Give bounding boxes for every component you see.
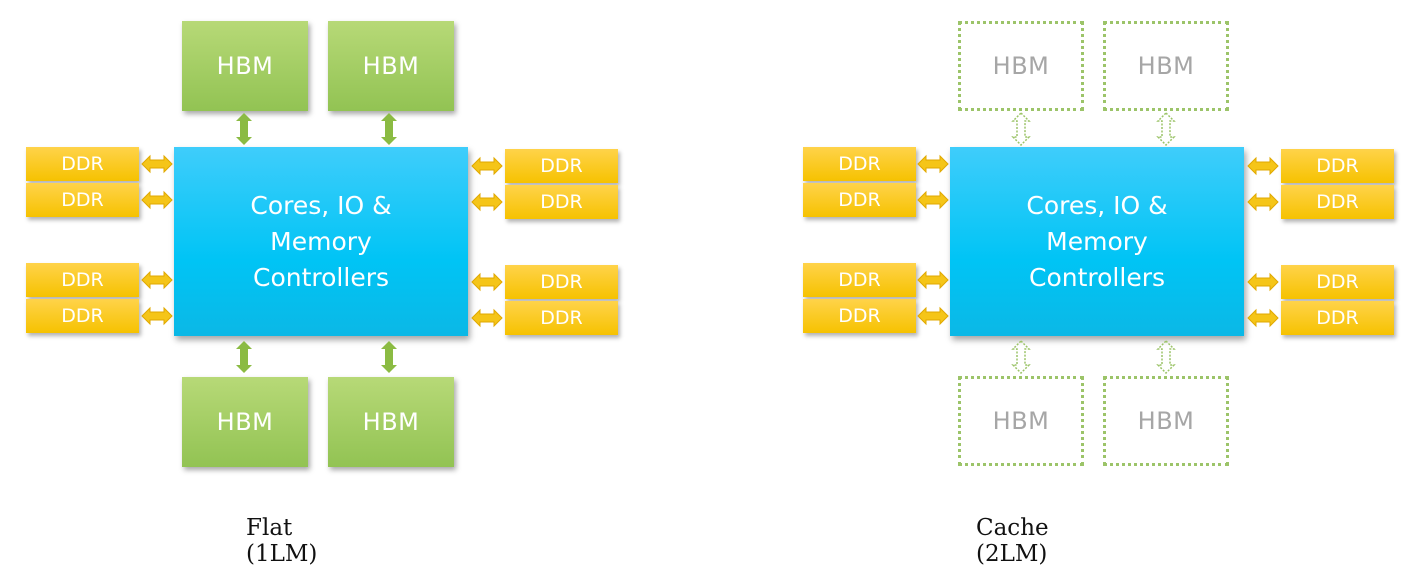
- hbm-label: HBM: [362, 52, 420, 80]
- double-arrow-horizontal-icon: [1247, 308, 1279, 328]
- ddr-left-2: DDR: [803, 183, 916, 217]
- double-arrow-vertical-dashed-icon: [1156, 112, 1176, 146]
- double-arrow-horizontal-icon: [141, 306, 173, 326]
- double-arrow-vertical-icon: [381, 113, 397, 145]
- core-label-line: Controllers: [253, 262, 389, 292]
- ddr-right-1: DDR: [1281, 149, 1394, 183]
- double-arrow-horizontal-icon: [141, 154, 173, 174]
- ddr-label: DDR: [1316, 155, 1359, 177]
- ddr-left-4: DDR: [26, 299, 139, 333]
- ddr-left-4: DDR: [803, 299, 916, 333]
- core-label-line: Cores, IO &: [250, 190, 392, 220]
- double-arrow-horizontal-icon: [917, 154, 949, 174]
- double-arrow-vertical-icon: [236, 341, 252, 373]
- core-label-line: Memory: [270, 226, 372, 256]
- hbm-top-left: HBM: [182, 21, 308, 111]
- ddr-label: DDR: [838, 305, 881, 327]
- hbm-label: HBM: [216, 408, 274, 436]
- hbm-top-right: HBM: [328, 21, 454, 111]
- ddr-label: DDR: [838, 153, 881, 175]
- double-arrow-horizontal-icon: [471, 156, 503, 176]
- ddr-left-1: DDR: [26, 147, 139, 181]
- double-arrow-horizontal-icon: [471, 272, 503, 292]
- double-arrow-horizontal-icon: [141, 270, 173, 290]
- ddr-right-4: DDR: [1281, 301, 1394, 335]
- double-arrow-horizontal-icon: [1247, 192, 1279, 212]
- double-arrow-vertical-icon: [236, 113, 252, 145]
- ddr-label: DDR: [1316, 191, 1359, 213]
- ddr-label: DDR: [1316, 307, 1359, 329]
- ddr-label: DDR: [61, 305, 104, 327]
- hbm-label: HBM: [216, 52, 274, 80]
- ddr-right-2: DDR: [1281, 185, 1394, 219]
- ddr-label: DDR: [1316, 271, 1359, 293]
- core-label-line: Controllers: [1029, 262, 1165, 292]
- ddr-right-3: DDR: [505, 265, 618, 299]
- caption-flat: Flat (1LM): [246, 515, 318, 567]
- hbm-label: HBM: [1137, 52, 1195, 80]
- hbm-label: HBM: [992, 52, 1050, 80]
- double-arrow-horizontal-icon: [917, 190, 949, 210]
- double-arrow-horizontal-icon: [1247, 156, 1279, 176]
- ddr-left-2: DDR: [26, 183, 139, 217]
- ddr-left-1: DDR: [803, 147, 916, 181]
- ddr-label: DDR: [540, 307, 583, 329]
- hbm-label: HBM: [992, 407, 1050, 435]
- hbm-bottom-right: HBM: [328, 377, 454, 467]
- ddr-label: DDR: [540, 191, 583, 213]
- ddr-label: DDR: [838, 269, 881, 291]
- hbm-label: HBM: [1137, 407, 1195, 435]
- ddr-label: DDR: [61, 269, 104, 291]
- hbm-bottom-left: HBM: [958, 376, 1084, 466]
- ddr-left-3: DDR: [26, 263, 139, 297]
- ddr-right-3: DDR: [1281, 265, 1394, 299]
- double-arrow-horizontal-icon: [917, 306, 949, 326]
- ddr-label: DDR: [61, 189, 104, 211]
- double-arrow-vertical-dashed-icon: [1011, 340, 1031, 374]
- hbm-top-right: HBM: [1103, 21, 1229, 111]
- ddr-label: DDR: [540, 155, 583, 177]
- double-arrow-vertical-icon: [381, 341, 397, 373]
- double-arrow-vertical-dashed-icon: [1156, 340, 1176, 374]
- hbm-bottom-left: HBM: [182, 377, 308, 467]
- ddr-label: DDR: [838, 189, 881, 211]
- ddr-left-3: DDR: [803, 263, 916, 297]
- ddr-right-2: DDR: [505, 185, 618, 219]
- ddr-label: DDR: [61, 153, 104, 175]
- cores-io-memory-controllers: Cores, IO & Memory Controllers: [950, 147, 1244, 336]
- double-arrow-vertical-dashed-icon: [1011, 112, 1031, 146]
- double-arrow-horizontal-icon: [917, 270, 949, 290]
- cores-io-memory-controllers: Cores, IO & Memory Controllers: [174, 147, 468, 336]
- core-label-line: Memory: [1046, 226, 1148, 256]
- ddr-right-1: DDR: [505, 149, 618, 183]
- hbm-bottom-right: HBM: [1103, 376, 1229, 466]
- hbm-top-left: HBM: [958, 21, 1084, 111]
- ddr-right-4: DDR: [505, 301, 618, 335]
- ddr-label: DDR: [540, 271, 583, 293]
- hbm-label: HBM: [362, 408, 420, 436]
- core-label-line: Cores, IO &: [1026, 190, 1168, 220]
- double-arrow-horizontal-icon: [471, 192, 503, 212]
- double-arrow-horizontal-icon: [1247, 272, 1279, 292]
- caption-cache: Cache (2LM): [976, 515, 1049, 567]
- double-arrow-horizontal-icon: [471, 308, 503, 328]
- double-arrow-horizontal-icon: [141, 190, 173, 210]
